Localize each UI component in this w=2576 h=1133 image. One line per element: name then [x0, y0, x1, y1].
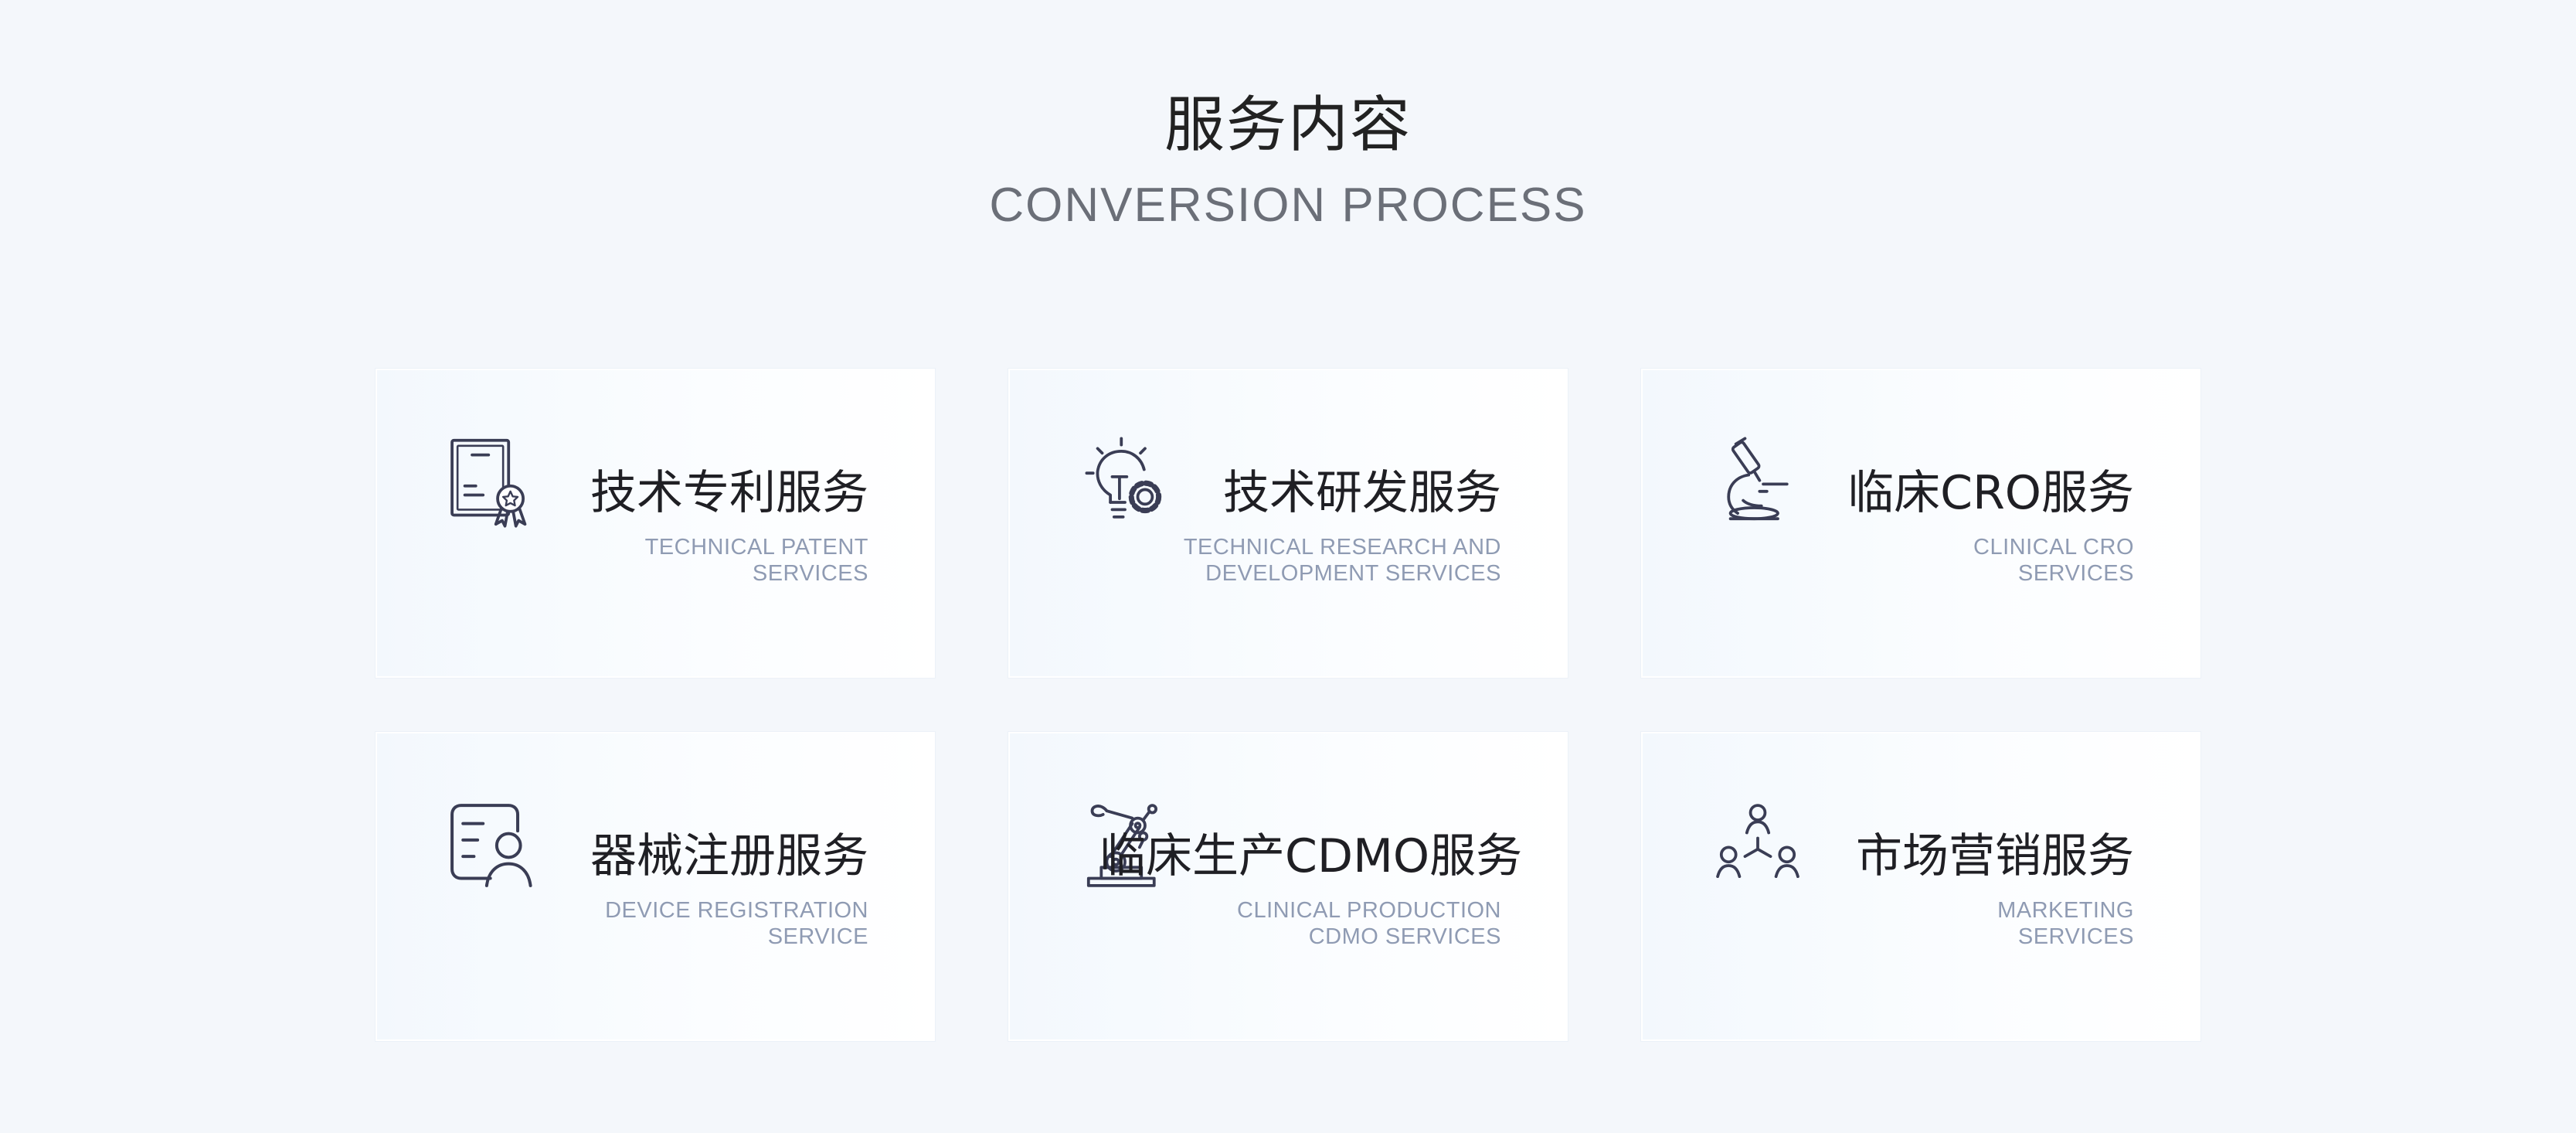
robot-arm-icon [1079, 800, 1171, 891]
card-title: 技术研发服务 [1223, 466, 1501, 520]
card-subtitle: DEVICE REGISTRATION SERVICE [605, 898, 868, 949]
card-subtitle: CLINICAL CRO SERVICES [1973, 535, 2134, 586]
service-card-research[interactable]: 技术研发服务 TECHNICAL RESEARCH AND DEVELOPMEN… [1008, 369, 1568, 678]
card-title: 器械注册服务 [590, 829, 868, 883]
card-title: 市场营销服务 [1856, 829, 2134, 883]
team-network-icon [1712, 800, 1803, 891]
card-title: 技术专利服务 [590, 466, 868, 520]
card-subtitle: MARKETING SERVICES [1997, 898, 2134, 949]
service-card-cdmo[interactable]: 临床生产CDMO服务 CLINICAL PRODUCTION CDMO SERV… [1008, 732, 1568, 1041]
service-card-marketing[interactable]: 市场营销服务 MARKETING SERVICES [1641, 732, 2200, 1041]
registration-user-icon [447, 800, 538, 891]
card-subtitle: TECHNICAL RESEARCH AND DEVELOPMENT SERVI… [1183, 535, 1501, 586]
card-subtitle: CLINICAL PRODUCTION CDMO SERVICES [1237, 898, 1501, 949]
card-title: 临床CRO服务 [1847, 466, 2134, 520]
certificate-icon [447, 437, 538, 528]
service-card-patent[interactable]: 技术专利服务 TECHNICAL PATENT SERVICES [376, 369, 935, 678]
section-header: 服务内容 CONVERSION PROCESS [0, 83, 2576, 238]
card-subtitle: TECHNICAL PATENT SERVICES [644, 535, 868, 586]
page-subtitle: CONVERSION PROCESS [989, 179, 1587, 232]
service-card-registration[interactable]: 器械注册服务 DEVICE REGISTRATION SERVICE [376, 732, 935, 1041]
services-grid: 技术专利服务 TECHNICAL PATENT SERVICES [376, 369, 2200, 1041]
lightbulb-gear-icon [1079, 437, 1171, 528]
service-card-cro[interactable]: 临床CRO服务 CLINICAL CRO SERVICES [1641, 369, 2200, 678]
card-title: 临床生产CDMO服务 [1099, 829, 1523, 883]
page-title: 服务内容 [1164, 90, 1412, 160]
microscope-icon [1712, 437, 1803, 528]
